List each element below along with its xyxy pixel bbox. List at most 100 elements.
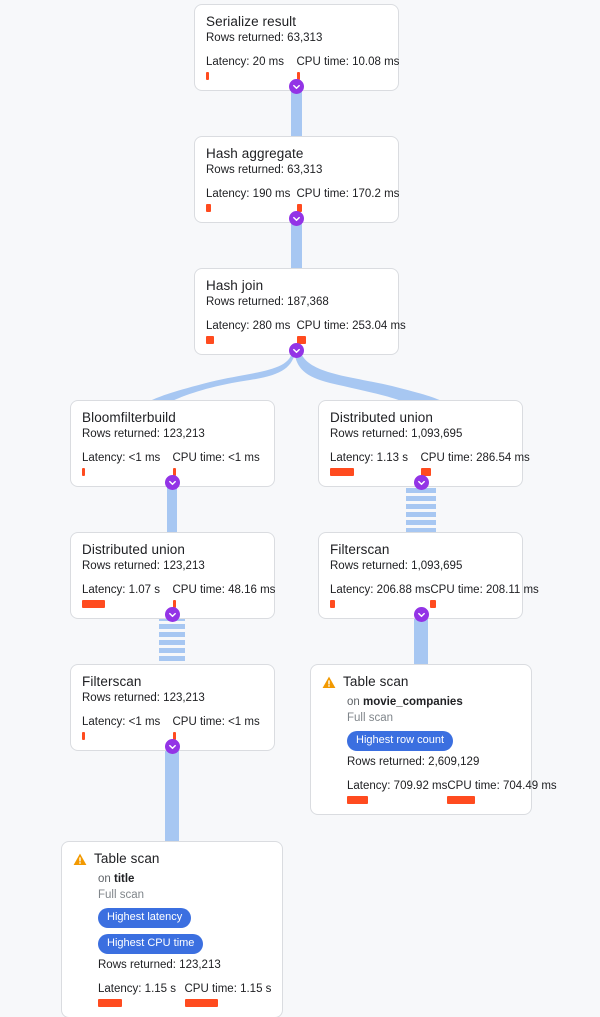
latency-metric: Latency: 1.15 s: [98, 982, 185, 1007]
node-rows-returned: Rows returned: 1,093,695: [330, 560, 463, 572]
collapse-toggle-bloomfilterbuild[interactable]: [165, 475, 180, 490]
collapse-toggle-hash-aggregate[interactable]: [289, 211, 304, 226]
cpu-label: CPU time: 170.2 ms: [296, 188, 400, 200]
latency-label: Latency: <1 ms: [82, 716, 161, 728]
node-rows-returned: Rows returned: 2,609,129: [347, 756, 480, 768]
plan-node-filterscan-right[interactable]: Filterscan Rows returned: 1,093,695 Late…: [318, 532, 539, 619]
cpu-bar: [447, 796, 476, 804]
latency-bar: [347, 796, 368, 804]
collapse-toggle-filterscan-right[interactable]: [414, 607, 429, 622]
node-scan-type: Full scan: [347, 712, 394, 724]
cpu-metric: CPU time: <1 ms: [172, 715, 264, 740]
cpu-metric: CPU time: 704.49 ms: [447, 779, 557, 804]
chevron-down-icon: [418, 612, 425, 618]
collapse-toggle-filterscan-left[interactable]: [165, 739, 180, 754]
plan-node-bloomfilterbuild[interactable]: Bloomfilterbuild Rows returned: 123,213 …: [70, 400, 275, 487]
table-name: movie_companies: [363, 696, 463, 708]
latency-metric: Latency: 1.07 s: [82, 583, 173, 608]
cpu-label: CPU time: <1 ms: [172, 452, 260, 464]
cpu-metric: CPU time: 253.04 ms: [296, 319, 406, 344]
warning-triangle-icon: [322, 676, 336, 694]
node-title: Serialize result: [206, 14, 297, 29]
edge-filterscan-to-table-scan-title: [165, 746, 179, 844]
cpu-label: CPU time: 48.16 ms: [172, 584, 276, 596]
cpu-bar: [296, 204, 302, 212]
node-badges: Highest latency Highest CPU time: [98, 908, 271, 954]
latency-bar: [330, 468, 354, 476]
on-prefix-label: on: [347, 696, 363, 708]
cpu-bar: [172, 732, 176, 740]
cpu-metric: CPU time: 48.16 ms: [172, 583, 276, 608]
plan-node-distributed-union-left[interactable]: Distributed union Rows returned: 123,213…: [70, 532, 275, 619]
on-prefix-label: on: [98, 873, 114, 885]
cpu-metric: CPU time: 286.54 ms: [420, 451, 530, 476]
cpu-label: CPU time: 10.08 ms: [296, 56, 400, 68]
cpu-metric: CPU time: 10.08 ms: [296, 55, 400, 80]
latency-label: Latency: 190 ms: [206, 188, 291, 200]
plan-node-distributed-union-right[interactable]: Distributed union Rows returned: 1,093,6…: [318, 400, 530, 487]
latency-bar: [206, 204, 211, 212]
plan-node-hash-join[interactable]: Hash join Rows returned: 187,368 Latency…: [194, 268, 406, 355]
node-scan-type: Full scan: [98, 889, 145, 901]
latency-bar: [206, 336, 214, 344]
plan-node-hash-aggregate[interactable]: Hash aggregate Rows returned: 63,313 Lat…: [194, 136, 399, 223]
latency-bar: [206, 72, 209, 80]
cpu-metric: CPU time: 208.11 ms: [430, 583, 539, 608]
latency-bar: [82, 600, 105, 608]
cpu-bar: [296, 336, 306, 344]
cpu-bar: [296, 72, 300, 80]
latency-label: Latency: 206.88 ms: [330, 584, 431, 596]
collapse-toggle-distributed-union-right[interactable]: [414, 475, 429, 490]
collapse-toggle-serialize-result[interactable]: [289, 79, 304, 94]
latency-bar: [98, 999, 122, 1007]
node-table-reference: on title: [98, 872, 271, 887]
plan-node-filterscan-left[interactable]: Filterscan Rows returned: 123,213 Latenc…: [70, 664, 275, 751]
plan-node-table-scan-movie-companies[interactable]: Table scan on movie_companies Full scan …: [310, 664, 557, 815]
cpu-label: CPU time: 253.04 ms: [296, 320, 406, 332]
cpu-bar: [172, 468, 176, 476]
status-badge: Highest CPU time: [98, 934, 204, 954]
latency-bar: [82, 732, 85, 740]
node-title: Distributed union: [330, 410, 434, 425]
chevron-down-icon: [293, 216, 300, 222]
node-rows-returned: Rows returned: 63,313: [206, 32, 323, 44]
latency-metric: Latency: 280 ms: [206, 319, 297, 344]
collapse-toggle-hash-join[interactable]: [289, 343, 304, 358]
node-rows-returned: Rows returned: 63,313: [206, 164, 323, 176]
node-title: Filterscan: [82, 674, 142, 689]
node-table-reference: on movie_companies: [347, 695, 520, 710]
collapse-toggle-distributed-union-left[interactable]: [165, 607, 180, 622]
edge-join-to-distributed-union: [294, 350, 444, 402]
node-title: Hash join: [206, 278, 264, 293]
chevron-down-icon: [169, 480, 176, 486]
node-rows-returned: Rows returned: 187,368: [206, 296, 329, 308]
cpu-bar: [172, 600, 176, 608]
node-rows-returned: Rows returned: 123,213: [82, 560, 205, 572]
node-rows-returned: Rows returned: 123,213: [82, 428, 205, 440]
chevron-down-icon: [169, 744, 176, 750]
cpu-label: CPU time: 704.49 ms: [447, 780, 557, 792]
node-title: Hash aggregate: [206, 146, 304, 161]
cpu-label: CPU time: 1.15 s: [184, 983, 272, 995]
latency-metric: Latency: <1 ms: [82, 451, 173, 476]
node-badges: Highest row count: [347, 731, 520, 751]
cpu-bar: [184, 999, 218, 1007]
latency-label: Latency: 709.92 ms: [347, 780, 448, 792]
latency-metric: Latency: 709.92 ms: [347, 779, 447, 804]
latency-label: Latency: 280 ms: [206, 320, 291, 332]
chevron-down-icon: [418, 480, 425, 486]
latency-label: Latency: 1.15 s: [98, 983, 176, 995]
chevron-down-icon: [293, 84, 300, 90]
cpu-label: CPU time: 286.54 ms: [420, 452, 530, 464]
cpu-metric: CPU time: 1.15 s: [184, 982, 272, 1007]
table-name: title: [114, 873, 135, 885]
latency-bar: [82, 468, 85, 476]
status-badge: Highest latency: [98, 908, 192, 928]
plan-node-table-scan-title[interactable]: Table scan on title Full scan Highest la…: [61, 841, 283, 1017]
plan-node-serialize-result[interactable]: Serialize result Rows returned: 63,313 L…: [194, 4, 399, 91]
node-rows-returned: Rows returned: 123,213: [98, 959, 221, 971]
latency-bar: [330, 600, 335, 608]
latency-metric: Latency: 190 ms: [206, 187, 297, 212]
latency-label: Latency: 20 ms: [206, 56, 284, 68]
